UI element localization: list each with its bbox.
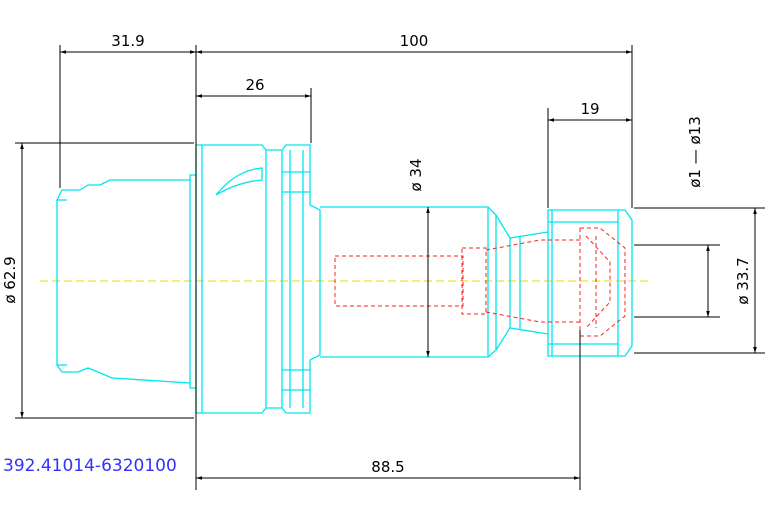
dim-nut-diameter: ø 33.7 [734, 257, 752, 304]
dim-nut-length: 19 [580, 100, 599, 118]
dim-gauge-length: 88.5 [371, 458, 404, 476]
flange [195, 144, 321, 414]
body-shaft [320, 206, 497, 358]
dim-flange-diameter: ø 62.9 [1, 256, 19, 303]
tool-outline [56, 144, 633, 414]
dimension-lines [20, 50, 757, 480]
collet-slots [585, 235, 611, 329]
dim-groove-length: 26 [245, 76, 264, 94]
hidden-lines [334, 227, 626, 337]
extension-lines [15, 45, 765, 490]
collet-inner [579, 227, 626, 337]
collet-cone [495, 214, 549, 351]
dim-total-length: 100 [400, 32, 429, 50]
dim-body-diameter: ø 34 [407, 158, 425, 191]
inner-bore-step [461, 247, 487, 315]
collet-nut [547, 209, 633, 357]
taper-shank [56, 174, 196, 389]
flange-keyway [215, 167, 263, 196]
dim-clamp-range: ø1 — ø13 [686, 116, 704, 188]
inner-bore [334, 255, 464, 307]
nut-lines [548, 221, 618, 345]
dim-flange-length: 31.9 [111, 32, 144, 50]
part-number: 392.41014-6320100 [3, 456, 177, 476]
